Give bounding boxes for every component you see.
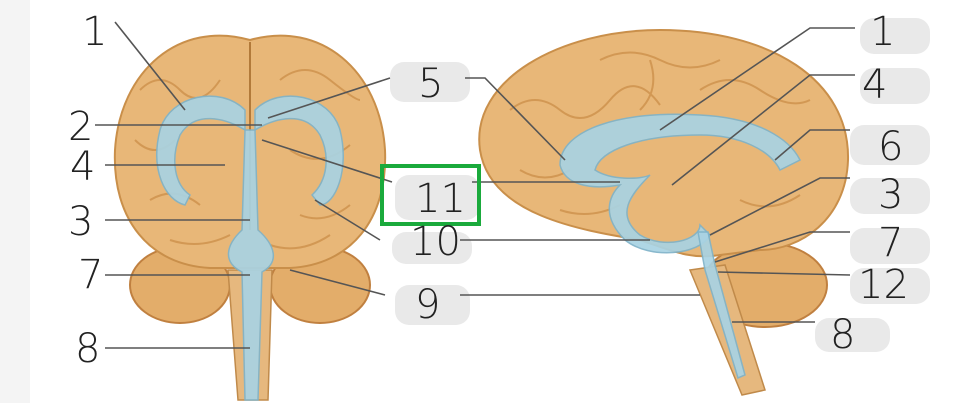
third-ventricle-aqueduct	[227, 129, 274, 401]
aqueduct-fourth-ventricle	[697, 231, 746, 380]
label-smudges	[390, 18, 930, 352]
anterior-brain-view	[113, 34, 387, 401]
label-right-7: 7	[878, 220, 903, 266]
lateral-brain-view	[478, 28, 850, 396]
label-left-8: 8	[75, 326, 100, 372]
label-right-6: 6	[878, 124, 903, 170]
label-left-1: 1	[82, 9, 107, 55]
lateral-ventricle-side	[559, 113, 802, 254]
leader-lines	[95, 21, 855, 349]
label-right-1: 1	[870, 9, 895, 55]
scan-edge	[0, 0, 30, 403]
label-right-8: 8	[830, 312, 855, 358]
label-right-12: 12	[858, 262, 909, 308]
label-right-3: 3	[878, 172, 903, 218]
left-lateral-ventricle	[156, 95, 246, 206]
label-left-7: 7	[78, 252, 103, 298]
label-center-10: 10	[410, 219, 461, 265]
label-left-2: 2	[68, 104, 93, 150]
label-center-9: 9	[415, 282, 440, 328]
label-right-4: 4	[862, 62, 887, 108]
label-left-3: 3	[68, 199, 93, 245]
highlight-box[interactable]	[380, 164, 481, 226]
label-left-4: 4	[70, 144, 95, 190]
cerebrum-lateral	[478, 28, 850, 258]
label-center-5: 5	[418, 61, 443, 107]
labels: 1 2 4 3 7 8 5 11 10 9 1 4 6 3 7 12 8	[68, 9, 909, 372]
label-center-11: 11	[415, 176, 466, 222]
